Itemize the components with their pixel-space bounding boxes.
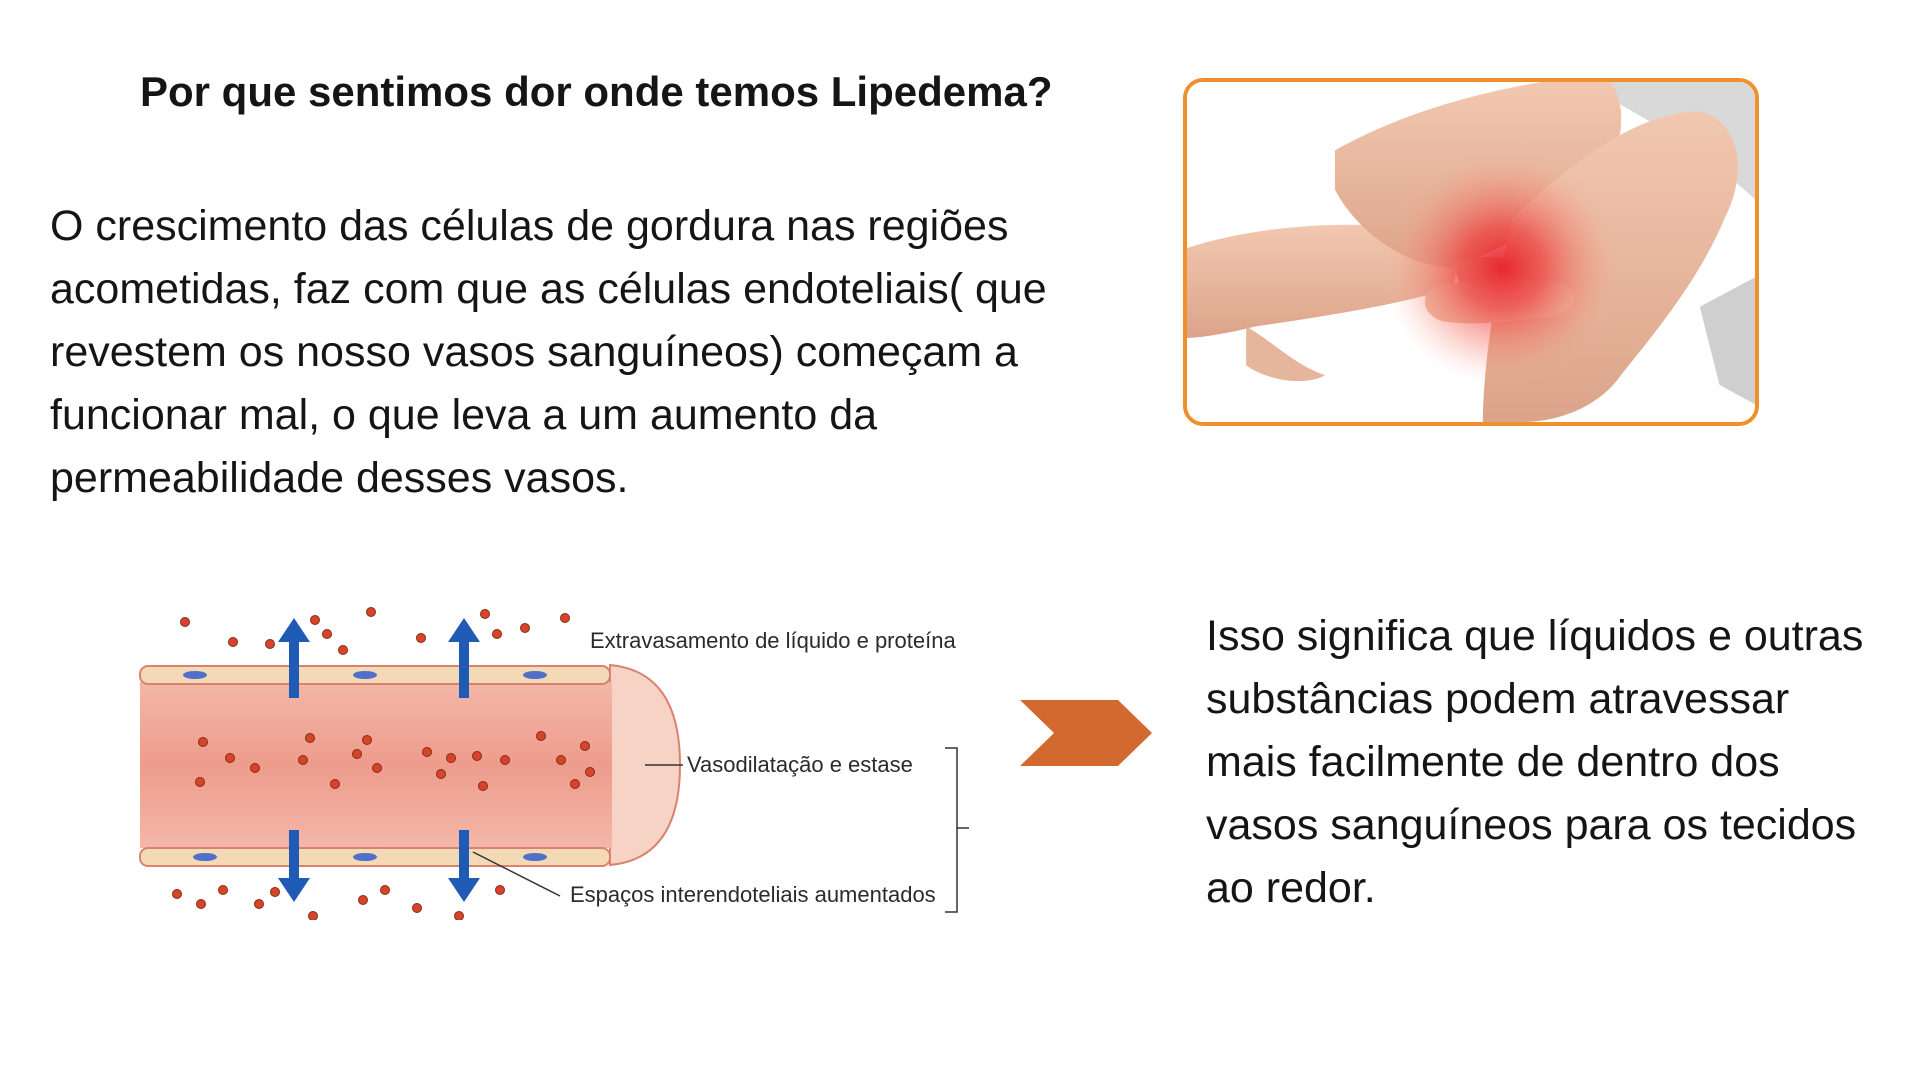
- label-leak: Extravasamento de líquido e proteína: [590, 628, 956, 653]
- leg-illustration: [1187, 82, 1755, 422]
- intro-paragraph: O crescimento das células de gordura nas…: [50, 202, 1047, 502]
- leg-pain-photo: [1183, 78, 1759, 426]
- label-dilation: Vasodilatação e estase: [687, 752, 913, 777]
- particle-dots: [172, 607, 595, 920]
- vessel-svg: Extravasamento de líquido e proteína Vas…: [139, 607, 969, 920]
- label-leaders: [472, 747, 969, 913]
- leak-arrows: [278, 618, 480, 902]
- conclusion-paragraph: Isso significa que líquidos e outras sub…: [1206, 612, 1864, 912]
- chevron-right-icon: [1020, 700, 1152, 766]
- slide-title: Por que sentimos dor onde temos Lipedema…: [140, 68, 1053, 115]
- blood-vessel-diagram: Extravasamento de líquido e proteína Vas…: [135, 600, 1005, 920]
- label-gaps: Espaços interendoteliais aumentados: [570, 882, 936, 907]
- vessel-tube: [139, 663, 682, 867]
